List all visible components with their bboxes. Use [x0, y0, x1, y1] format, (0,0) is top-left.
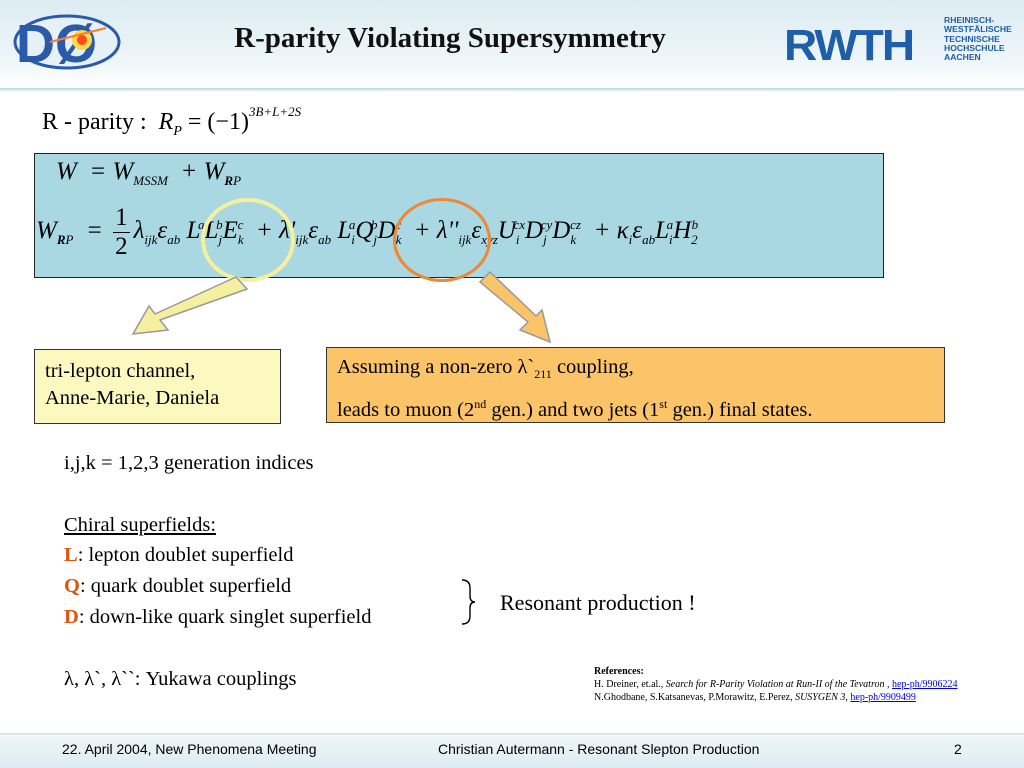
rparity-rhs: = (−1): [187, 109, 249, 135]
footer: 22. April 2004, New Phenomena Meeting Ch…: [0, 736, 1024, 768]
resonant-callout-line1: Assuming a non-zero λ`211 coupling,: [337, 356, 634, 382]
footer-author-title: Christian Autermann - Resonant Slepton P…: [438, 741, 760, 757]
chiral-heading: Chiral superfields:: [64, 514, 217, 536]
reference-1: H. Dreiner, et.al., Search for R-Parity …: [594, 679, 958, 690]
trilepton-callout: tri-lepton channel, Anne-Marie, Daniela: [34, 349, 281, 424]
right-brace-icon: [461, 579, 476, 625]
arrow-right: [478, 270, 552, 344]
superfield-L: L: lepton doublet superfield: [64, 544, 294, 566]
reference-2: N.Ghodbane, S.Katsanevas, P.Morawitz, E.…: [594, 692, 916, 703]
header-divider: [0, 88, 1024, 92]
trilepton-line1: tri-lepton channel,: [45, 360, 196, 382]
d0-logo: DØ: [13, 14, 121, 74]
superpotential-line2: WRP = 1 2 λijkεab LiaLjbEkc + λ'ijkεab L…: [36, 204, 699, 260]
lle-term-highlight: [201, 198, 295, 282]
resonant-callout-line2: leads to muon (2nd gen.) and two jets (1…: [337, 397, 813, 421]
footer-date-meeting: 22. April 2004, New Phenomena Meeting: [62, 741, 317, 757]
rparity-exponent: 3B+L+2S: [248, 104, 302, 119]
trilepton-line2: Anne-Marie, Daniela: [45, 387, 220, 409]
yukawa-couplings: λ, λ`, λ``: Yukawa couplings: [64, 668, 297, 690]
page-number: 2: [954, 741, 962, 757]
superfield-D: D: down-like quark singlet superfield: [64, 606, 372, 628]
reference-2-link[interactable]: hep-ph/9909499: [850, 692, 916, 703]
resonant-callout: Assuming a non-zero λ`211 coupling, lead…: [326, 347, 945, 423]
arrow-left: [131, 276, 249, 335]
rparity-symbol-sub: P: [173, 123, 182, 139]
superfield-Q-key: Q: [64, 575, 80, 597]
superfield-Q: Q: quark doublet superfield: [64, 575, 292, 597]
lqd-term-highlight: [393, 198, 491, 282]
slide-title: R-parity Violating Supersymmetry: [234, 22, 666, 54]
header-band: [0, 0, 1024, 88]
rparity-label: R - parity :: [42, 109, 147, 135]
rwth-logo-mark: RWTH: [784, 20, 915, 70]
superfield-D-key: D: [64, 606, 79, 628]
references-heading: References:: [594, 666, 644, 677]
rparity-definition: R - parity : RP = (−1)3B+L+2S: [42, 104, 301, 140]
references: References: H. Dreiner, et.al., Search f…: [594, 665, 958, 704]
rparity-symbol: R: [158, 109, 174, 135]
rwth-logo-subtitle: RHEINISCH- WESTFÄLISCHE TECHNISCHE HOCHS…: [944, 15, 1012, 63]
superpotential-line1: W = WMSSM + WRP: [56, 158, 242, 188]
resonant-production-label: Resonant production !: [500, 590, 696, 615]
reference-1-link[interactable]: hep-ph/9906224: [891, 679, 958, 690]
superfield-L-key: L: [64, 544, 78, 566]
footer-divider: [0, 733, 1024, 736]
generation-indices: i,j,k = 1,2,3 generation indices: [64, 452, 314, 474]
